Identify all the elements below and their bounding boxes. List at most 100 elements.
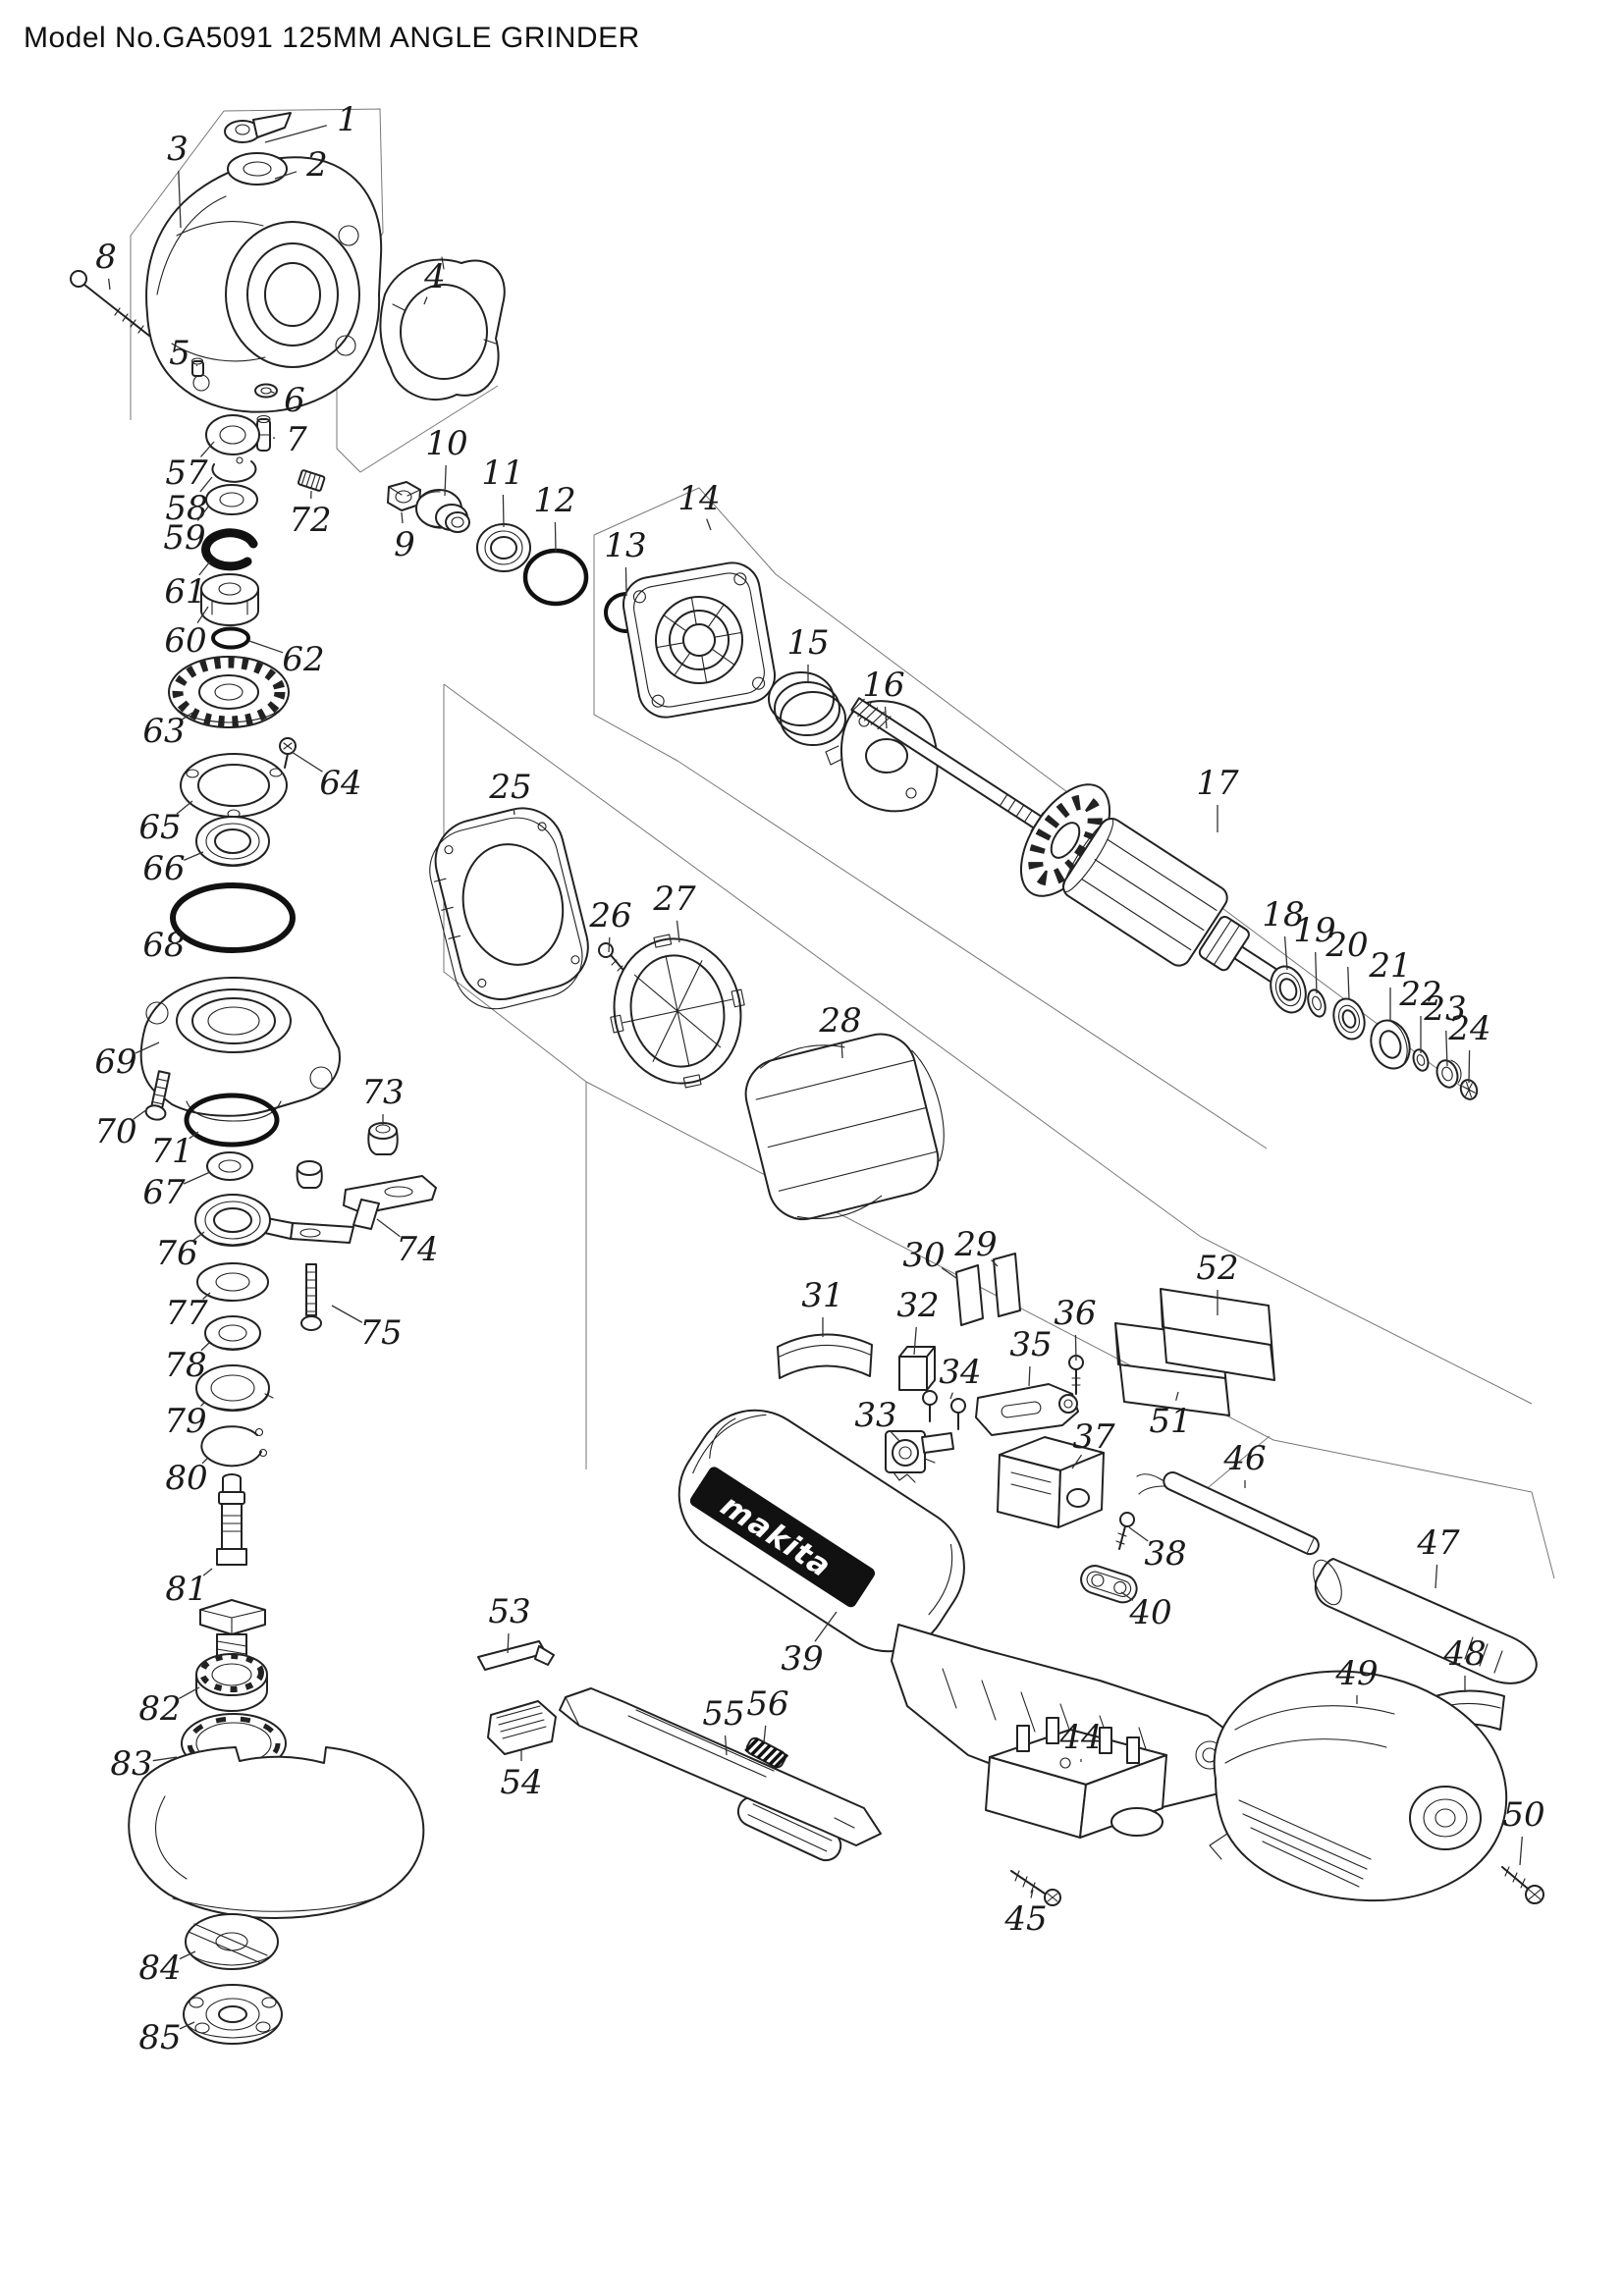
- part-label-17: 17: [1196, 764, 1239, 803]
- part-leader-62: [248, 640, 284, 654]
- part-label-31: 31: [801, 1276, 843, 1315]
- part-81-spindle: [199, 1473, 266, 1675]
- part-label-2: 2: [305, 145, 328, 185]
- part-75-screw-long: [300, 1263, 322, 1331]
- part-leader-23: [1445, 1030, 1448, 1067]
- part-leader-29: [991, 1259, 999, 1267]
- part-label-70: 70: [94, 1112, 136, 1151]
- part-leader-39: [814, 1611, 838, 1642]
- part-label-83: 83: [110, 1744, 152, 1784]
- part-23-sleeve: [1435, 1059, 1462, 1089]
- part-78-washer: [204, 1315, 261, 1351]
- part-69-bearing-box: [139, 976, 341, 1122]
- part-leader-51: [1175, 1391, 1179, 1401]
- part-leader-35: [1028, 1365, 1031, 1387]
- part-label-22: 22: [1398, 975, 1441, 1014]
- part-leader-74: [376, 1218, 401, 1238]
- part-leader-11: [502, 494, 505, 528]
- part-label-11: 11: [481, 454, 523, 493]
- part-leader-58: [199, 476, 213, 493]
- part-44-controller: [985, 1717, 1167, 1839]
- part-72-set-screw: [297, 469, 326, 492]
- part-leader-79: [200, 1401, 206, 1407]
- part-label-75: 75: [359, 1313, 402, 1353]
- part-leader-47: [1435, 1564, 1438, 1589]
- part-80-circlip: [200, 1425, 268, 1468]
- part-leader-78: [200, 1342, 210, 1352]
- part-leader-33: [890, 1430, 900, 1442]
- part-54-slide-button: [487, 1700, 557, 1755]
- part-leader-14: [706, 518, 712, 531]
- part-label-60: 60: [164, 621, 206, 661]
- construction-lines: [130, 108, 1555, 1579]
- part-leader-34: [949, 1392, 953, 1400]
- part-label-63: 63: [142, 712, 185, 751]
- part-38-screw: [1115, 1512, 1135, 1550]
- part-5-pin: [190, 357, 204, 377]
- part-8-bolt: [70, 270, 150, 337]
- part-18-ball-bearing: [1270, 965, 1307, 1014]
- part-leader-32: [913, 1326, 917, 1356]
- part-leader-45: [1030, 1889, 1034, 1898]
- part-label-61: 61: [164, 572, 206, 612]
- part-28-stator: [744, 1033, 945, 1221]
- part-leader-80: [201, 1458, 208, 1465]
- part-label-20: 20: [1325, 926, 1368, 965]
- part-26-screw: [598, 942, 627, 975]
- part-label-59: 59: [163, 518, 205, 558]
- part-21-rubber-ring: [1370, 1019, 1411, 1070]
- part-22-washer: [1412, 1048, 1430, 1072]
- page-title: Model No.GA5091 125MM ANGLE GRINDER: [24, 22, 640, 54]
- part-label-66: 66: [142, 849, 185, 888]
- part-30-insulation-film: [955, 1264, 984, 1326]
- part-label-16: 16: [862, 666, 904, 705]
- part-label-19: 19: [1293, 911, 1335, 950]
- part-62-o-ring: [211, 626, 250, 650]
- part-label-51: 51: [1149, 1402, 1191, 1441]
- part-66-ball-bearing: [195, 816, 270, 867]
- part-leader-75: [331, 1305, 363, 1323]
- part-leader-55: [724, 1735, 728, 1756]
- part-32-carbon-brush: [898, 1346, 936, 1391]
- part-label-33: 33: [854, 1396, 896, 1435]
- part-label-45: 45: [1003, 1899, 1047, 1939]
- part-35-switch-lever: [975, 1383, 1079, 1436]
- part-58-circlip: [211, 456, 257, 483]
- part-leader-81: [202, 1568, 213, 1576]
- part-leader-37: [1071, 1454, 1083, 1469]
- part-52-nameplate: [1160, 1288, 1275, 1381]
- part-leader-82: [178, 1686, 200, 1699]
- part-label-79: 79: [164, 1402, 206, 1441]
- makita-logo-band: [689, 1467, 876, 1608]
- part-label-49: 49: [1334, 1654, 1378, 1693]
- part-1-shaft-lock-lever: [224, 112, 292, 143]
- part-46-cord: [1136, 1471, 1320, 1556]
- part-leader-26: [608, 936, 611, 953]
- part-label-68: 68: [142, 926, 185, 965]
- part-label-18: 18: [1262, 895, 1304, 934]
- part-85-lock-nut: [183, 1984, 283, 2045]
- part-65-bearing-retainer-plate: [180, 753, 288, 819]
- part-leader-53: [507, 1632, 510, 1654]
- part-leader-77: [202, 1292, 211, 1301]
- part-label-73: 73: [361, 1073, 404, 1112]
- part-label-56: 56: [746, 1684, 788, 1724]
- part-67-washer: [206, 1151, 253, 1181]
- part-label-71: 71: [150, 1132, 192, 1171]
- part-45-screw: [1010, 1870, 1061, 1906]
- part-leader-24: [1468, 1049, 1471, 1084]
- part-label-69: 69: [94, 1042, 136, 1082]
- part-label-82: 82: [138, 1689, 181, 1729]
- part-leader-10: [444, 464, 447, 497]
- part-82-clamp-ring: [195, 1653, 268, 1712]
- part-label-38: 38: [1144, 1534, 1186, 1574]
- part-leader-27: [676, 920, 680, 943]
- part-label-55: 55: [702, 1694, 744, 1734]
- part-17-armature: [850, 697, 1291, 990]
- part-leader-64: [291, 751, 323, 773]
- part-label-64: 64: [319, 764, 361, 803]
- part-leader-5: [195, 364, 198, 367]
- part-24-push-nut: [1459, 1079, 1479, 1100]
